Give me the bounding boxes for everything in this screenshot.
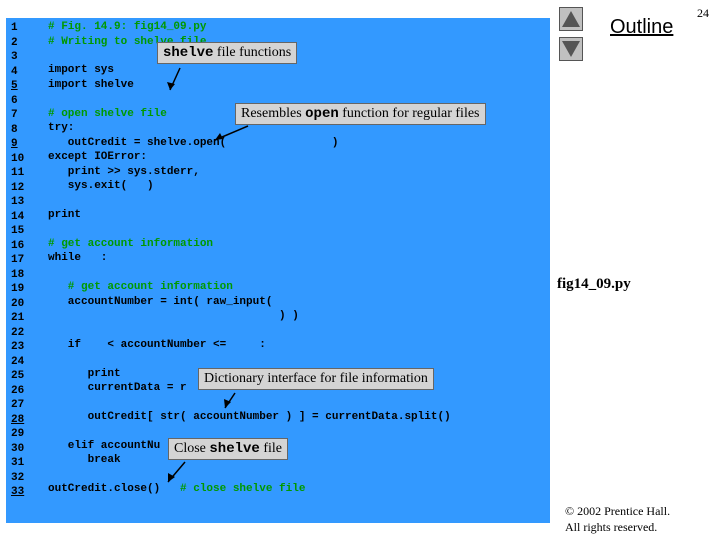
line-number: 5 xyxy=(11,80,18,92)
line-number: 28 xyxy=(11,413,25,426)
line-number: 20 xyxy=(11,297,25,310)
code-line-10: except IOError: xyxy=(48,151,148,163)
line-number: 22 xyxy=(11,326,25,339)
code-line-30: elif accountNu xyxy=(48,440,161,452)
callout-resembles-open: Resembles open function for regular file… xyxy=(235,103,486,125)
code-line-4: import sys xyxy=(48,64,115,76)
slide-number: 24 xyxy=(697,6,709,20)
callout-shelve-functions: shelve file functions xyxy=(157,42,298,64)
code-line-5: import shelve xyxy=(48,79,134,91)
copyright-line-2: All rights reserved. xyxy=(565,520,658,534)
code-line-31: break xyxy=(48,454,121,466)
code-line-21: ) ) xyxy=(48,310,299,322)
code-line-23: if < accountNumber <= : xyxy=(48,339,266,351)
copyright: © 2002 Prentice Hall. All rights reserve… xyxy=(565,503,670,535)
code-line-14: print xyxy=(48,209,82,221)
line-number: 23 xyxy=(11,341,25,353)
triangle-up-icon xyxy=(562,11,580,27)
callout-close-code: shelve xyxy=(209,441,260,457)
callout-resembles-post: function for regular files xyxy=(338,106,480,121)
code-line-9: outCredit = shelve.open( ) xyxy=(48,137,339,149)
line-number: 2 xyxy=(11,36,18,49)
line-number: 16 xyxy=(11,239,25,252)
code-line-33-code: outCredit.close() xyxy=(48,483,161,495)
line-number: 29 xyxy=(11,428,25,440)
callout-close-shelve: Close shelve file xyxy=(168,438,288,460)
code-line-16: # get account information xyxy=(48,238,214,250)
line-number: 11 xyxy=(11,167,25,179)
code-line-8: try: xyxy=(48,122,75,134)
line-number: 21 xyxy=(11,312,25,324)
line-number: 31 xyxy=(11,457,25,469)
line-number: 9 xyxy=(11,138,18,150)
line-number: 1 xyxy=(11,22,18,34)
callout-shelve-text: file functions xyxy=(213,45,292,60)
code-line-12: sys.exit( ) xyxy=(48,180,154,192)
line-number: 26 xyxy=(11,384,25,397)
line-number: 18 xyxy=(11,268,25,281)
line-number: 3 xyxy=(11,51,18,63)
code-line-1: # Fig. 14.9: fig14_09.py xyxy=(48,21,207,33)
filename-label: fig14_09.py xyxy=(557,276,631,292)
triangle-down-icon xyxy=(562,41,580,57)
copyright-line-1: © 2002 Prentice Hall. xyxy=(565,504,671,518)
line-number: 17 xyxy=(11,254,25,266)
callout-close-post: file xyxy=(259,441,282,456)
line-number: 30 xyxy=(11,442,25,455)
code-line-33: outCredit.close() # close shelve file xyxy=(48,483,305,495)
callout-close-pre: Close xyxy=(174,441,210,456)
outline-link[interactable]: Outline xyxy=(610,16,674,38)
callout-dictionary-interface: Dictionary interface for file informatio… xyxy=(198,368,434,390)
line-number: 13 xyxy=(11,196,25,208)
line-number: 12 xyxy=(11,181,25,194)
line-number: 10 xyxy=(11,152,25,165)
line-number: 6 xyxy=(11,94,18,107)
line-number: 14 xyxy=(11,210,25,223)
line-number: 15 xyxy=(11,225,25,237)
line-number: 4 xyxy=(11,65,18,78)
code-line-7: # open shelve file xyxy=(48,108,167,120)
callout-shelve-code: shelve xyxy=(163,45,214,61)
code-line-26: currentData = r xyxy=(48,382,187,394)
code-line-19: # get account information xyxy=(48,281,233,293)
line-number: 27 xyxy=(11,399,25,411)
line-number: 19 xyxy=(11,283,25,295)
callout-resembles-pre: Resembles xyxy=(241,106,306,121)
line-number: 32 xyxy=(11,471,25,484)
code-line-20: accountNumber = int( raw_input( xyxy=(48,296,273,308)
code-line-11: print >> sys.stderr, xyxy=(48,166,200,178)
code-line-33-comment: # close shelve file xyxy=(160,483,306,495)
line-number: 24 xyxy=(11,355,25,368)
callout-resembles-code: open xyxy=(305,106,339,122)
code-line-17: while : xyxy=(48,252,108,264)
line-number: 33 xyxy=(11,486,25,498)
next-slide-button[interactable] xyxy=(559,37,583,61)
previous-slide-button[interactable] xyxy=(559,7,583,31)
line-number: 8 xyxy=(11,123,18,136)
line-number: 7 xyxy=(11,109,18,121)
code-line-28: outCredit[ str( accountNumber ) ] = curr… xyxy=(48,411,451,423)
code-line-25: print xyxy=(48,368,121,380)
line-number: 25 xyxy=(11,370,25,382)
